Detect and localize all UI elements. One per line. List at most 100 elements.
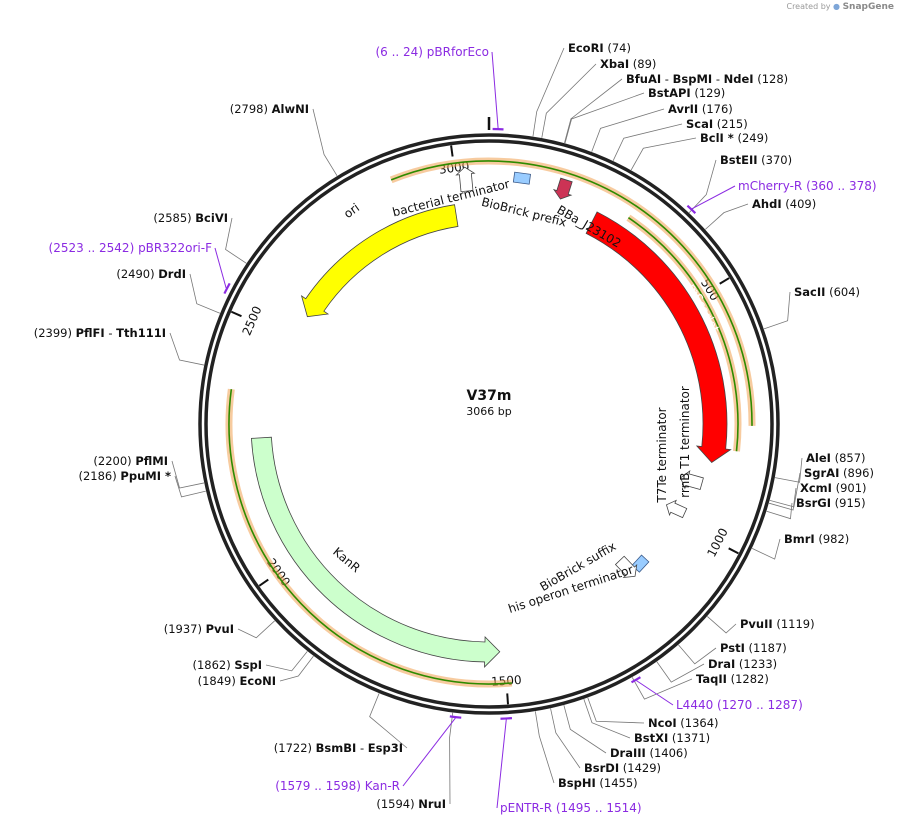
site-label: (1594) NruI: [376, 797, 446, 811]
primer-label: (6 .. 24) pBRforEco: [375, 45, 489, 59]
site-position: (2798): [230, 102, 272, 116]
primer-name: L4440: [676, 698, 713, 712]
primer-label: mCherry-R (360 .. 378): [738, 179, 877, 193]
site-label: SgrAI (896): [804, 466, 874, 480]
site-bmri: BmrI (982): [751, 532, 849, 560]
site-leader-line: [169, 332, 205, 366]
site-position: (1371): [668, 731, 710, 745]
backbone-outer-ring: [198, 133, 780, 715]
primer-layer: (6 .. 24) pBRforEco mCherry-R (360 .. 378…: [49, 45, 877, 815]
primer-bar: [686, 204, 697, 214]
site-label: (2200) PflMI: [93, 454, 168, 468]
primer-range: (6 .. 24): [375, 45, 426, 59]
site-name: Esp3I: [368, 741, 403, 755]
primer-leader-line: [691, 185, 736, 210]
tick-label: 2500: [239, 304, 264, 338]
tick-mark: [728, 547, 739, 555]
credit-brand: SnapGene: [842, 2, 894, 12]
site-name: NruI: [418, 797, 446, 811]
site-pflfi-tth111i: (2399) PflFI - Tth111I: [34, 326, 205, 366]
site-sacii: SacII (604): [763, 285, 860, 330]
site-position: (1233): [735, 657, 777, 671]
primer-label: (2523 .. 2542) pBR322ori-F: [49, 241, 213, 255]
primer-leader-line: [491, 51, 499, 129]
orf-mscarlet-line: [627, 217, 739, 452]
site-pvuii: PvuII (1119): [707, 616, 815, 634]
credit-prefix: Created by: [786, 2, 831, 11]
snapgene-logo-icon: ●: [833, 2, 841, 11]
feature-mscarlet: [585, 211, 732, 464]
primer-bar: [223, 282, 231, 295]
site-name: SspI: [234, 658, 262, 672]
site-alwni: (2798) AlwNI: [230, 102, 338, 177]
site-name: PstI: [720, 641, 745, 655]
site-leader-line: [678, 644, 717, 665]
site-leader-line: [225, 217, 247, 264]
site-draiii: DraIII (1406): [563, 705, 688, 760]
backbone-inner-ring: [204, 139, 774, 709]
site-name: AhdI: [752, 197, 782, 211]
site-leader-line: [688, 159, 717, 213]
site-position: (2490): [116, 267, 158, 281]
site-name: AleI: [806, 451, 831, 465]
primer-leader-line: [636, 680, 674, 706]
primer-name: pENTR-R: [500, 801, 552, 815]
site-name: AvrII: [668, 102, 698, 116]
site-position: (128): [754, 72, 789, 86]
primer-range: (2523 .. 2542): [49, 241, 139, 255]
site-label: PvuII (1119): [740, 617, 815, 631]
site-name: BciVI: [195, 211, 228, 225]
site-label: (2798) AlwNI: [230, 102, 309, 116]
site-ncoi: NcoI (1364): [587, 697, 719, 730]
site-leader-line: [541, 63, 597, 138]
site-name: BspHI: [558, 776, 596, 790]
site-label: AvrII (176): [668, 102, 733, 116]
site-leader-line: [587, 697, 645, 724]
site-name: PvuI: [206, 622, 234, 636]
site-label: TaqII (1282): [696, 672, 769, 686]
site-ecori: EcoRI (74): [532, 41, 631, 137]
site-position: (1722): [274, 741, 316, 755]
feature-bacterial-terminator: [455, 166, 476, 193]
primer-kan-r: (1579 .. 1598) Kan-R: [275, 715, 462, 793]
primer-name: mCherry-R: [738, 179, 802, 193]
site-position: (1937): [164, 622, 206, 636]
site-bfuai-bspmi-ndei: BfuAI - BspMI - NdeI (128): [564, 72, 789, 144]
plasmid-name: V37m: [467, 388, 512, 404]
site-position: (409): [782, 197, 817, 211]
site-name: DrdI: [158, 267, 186, 281]
site-label: BsrDI (1429): [584, 761, 661, 775]
site-name: Tth111I: [116, 326, 166, 340]
site-position: (1862): [192, 658, 234, 672]
site-name: BfuAI: [626, 72, 661, 86]
primer-pbr322ori-f: (2523 .. 2542) pBR322ori-F: [49, 241, 231, 295]
site-label: XcmI (901): [800, 481, 867, 495]
site-leader-line: [237, 620, 275, 639]
site-name: DraIII: [610, 746, 646, 760]
feature-t7te-terminator: [665, 499, 688, 519]
site-position: (1364): [677, 716, 719, 730]
primer-mcherry-r: mCherry-R (360 .. 378): [686, 179, 877, 214]
site-leader-line: [265, 651, 308, 672]
site-name: NdeI: [724, 72, 754, 86]
site-label: (1722) BsmBI - Esp3I: [274, 741, 403, 755]
site-name: BclI *: [700, 131, 734, 145]
primer-bar: [630, 676, 641, 684]
primer-range: (1270 .. 1287): [713, 698, 803, 712]
site-scai: ScaI (215): [612, 117, 748, 161]
orf-kanr-line: [228, 389, 512, 685]
site-name: NcoI: [648, 716, 677, 730]
site-leader-line: [189, 273, 221, 314]
site-label: PstI (1187): [720, 641, 787, 655]
site-position: (2186): [79, 469, 121, 483]
site-leader-line: [550, 708, 581, 769]
site-bsrdi: BsrDI (1429): [550, 708, 661, 775]
feature-kanr: [251, 436, 501, 668]
site-label: BmrI (982): [784, 532, 849, 546]
site-name: BstXI: [634, 731, 668, 745]
site-psti: PstI (1187): [678, 641, 787, 665]
site-leader-line: [532, 47, 565, 137]
site-name: BsmBI: [316, 741, 357, 755]
site-label: (1849) EcoNI: [198, 674, 276, 688]
